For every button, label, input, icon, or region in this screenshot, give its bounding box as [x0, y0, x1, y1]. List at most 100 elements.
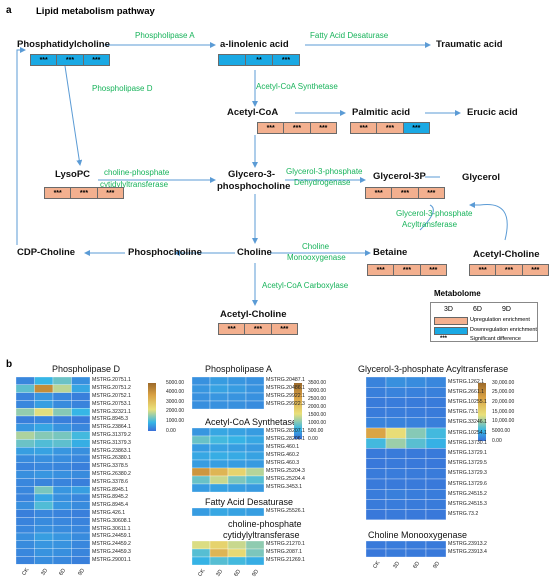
heatmap-cell — [405, 397, 427, 408]
colorbar-tick: 30,000.00 — [492, 379, 515, 386]
heatmap-cell — [191, 427, 211, 437]
arrow-cdp-to-pc — [16, 47, 26, 245]
legend-day-3d: 3D — [444, 306, 453, 313]
heatmap-cell — [365, 499, 387, 510]
heatmap-cell — [15, 501, 35, 510]
heatmap-cell — [227, 443, 247, 453]
heatmap-cell — [405, 387, 427, 398]
heatmap-cell — [34, 493, 54, 502]
heatmap-cell — [405, 448, 427, 459]
gene-label: MSTRG.13729.1 — [448, 449, 487, 456]
heatmap-cell — [34, 408, 54, 417]
panel-a-label: a — [6, 5, 12, 16]
heatmap-cell — [385, 499, 407, 510]
heatmap-cell — [191, 475, 211, 485]
heatmap-cell — [209, 459, 229, 469]
gene-label: MSTRG.29922.1 — [266, 393, 305, 400]
heatmap-cell — [15, 392, 35, 401]
heatmap-cell — [71, 509, 91, 518]
enzyme-cpct-line1: choline-phosphate — [104, 168, 170, 177]
strip-cell-3: *** — [418, 188, 444, 198]
node-acetyl-choline-bottom: Acetyl-Choline — [220, 309, 287, 320]
gene-label: MSTRG.25204.4 — [266, 476, 305, 483]
gene-label: MSTRG.8945.1 — [92, 486, 129, 493]
gene-label: MSTRG.2087.1 — [266, 549, 303, 556]
heatmap-cell — [245, 483, 265, 493]
x-axis-label: 9D — [432, 560, 442, 570]
heatmap-cell — [52, 548, 72, 557]
gene-label: MSTRG.10254.1 — [448, 429, 487, 436]
gene-label: MSTRG.8945.2 — [92, 494, 129, 501]
heatmap-1 — [191, 376, 265, 410]
gene-label: MSTRG.26380.2 — [92, 470, 131, 477]
heatmap-cell — [52, 509, 72, 518]
strip-cell-2: *** — [71, 188, 98, 198]
heatmap-cell — [34, 392, 54, 401]
heatmap-cell — [365, 548, 387, 558]
heatmap-title-pla: Phospholipase A — [205, 364, 273, 374]
heatmap-cell — [191, 556, 211, 566]
heatmap-cell — [245, 451, 265, 461]
gene-label: MSTRG.8945.4 — [92, 502, 129, 509]
strip-cell-1: *** — [45, 188, 72, 198]
heatmap-cell — [245, 556, 265, 566]
heatmap-cell — [405, 468, 427, 480]
heatmap-cell — [34, 548, 54, 557]
heatmap-title-cpct-1: choline-phosphate — [228, 519, 302, 529]
heatmap-cell — [227, 459, 247, 469]
heatmap-cell — [15, 532, 35, 541]
heatmap-cell — [245, 400, 265, 410]
heatmap-cell — [405, 540, 427, 550]
colorbar — [148, 383, 156, 431]
legend-down-swatch — [434, 327, 468, 335]
strip-cell-1: *** — [366, 188, 393, 198]
heatmap-cell — [34, 509, 54, 518]
enzyme-phospholipase-a: Phospholipase A — [135, 31, 195, 40]
heatmap-cell — [227, 540, 247, 550]
heatmap-cell — [365, 407, 387, 418]
heatmap-cell — [34, 400, 54, 409]
heatmap-cell — [15, 415, 35, 424]
heatmap-cell — [245, 507, 265, 517]
heatmap-cell — [34, 470, 54, 479]
pathway-title: Lipid metabolism pathway — [36, 6, 155, 17]
heatmap-cell — [245, 540, 265, 550]
colorbar-tick: 20,000.00 — [492, 398, 515, 405]
gene-label: MSTRG.3453.1 — [266, 484, 303, 491]
heatmap-cell — [15, 478, 35, 487]
heatmap-cell — [71, 517, 91, 526]
heatmap-cell — [425, 540, 447, 550]
panel-b-label: b — [6, 359, 13, 370]
enzyme-acetyl-coa-synthetase: Acetyl-CoA Synthetase — [256, 82, 338, 91]
heatmap-cell — [15, 454, 35, 463]
gene-label: MSTRG.73.1 — [448, 409, 479, 416]
x-axis-label: 6D — [233, 568, 243, 578]
heatmap-cell — [209, 475, 229, 485]
heatmap-cell — [227, 507, 247, 517]
heatmap-cell — [191, 443, 211, 453]
colorbar-tick: 2000.00 — [308, 403, 327, 410]
heatmap-cell — [34, 439, 54, 448]
node-glycerol-3p: Glycerol-3P — [373, 171, 426, 182]
heatmap-cell — [385, 458, 407, 469]
heatmap-cell — [227, 392, 247, 402]
heatmap-cell — [209, 435, 229, 445]
enzyme-g3pd-line1: Glycerol-3-phosphate — [286, 167, 363, 176]
x-axis-label: CK — [372, 560, 382, 570]
heatmap-cell — [191, 467, 211, 477]
heatmap-cell — [52, 532, 72, 541]
gene-label: MSTRG.25204.3 — [266, 468, 305, 475]
heatmap-cell — [52, 501, 72, 510]
gene-label: MSTRG.13730.1 — [448, 439, 487, 446]
heatmap-title-acs: Acetyl-CoA Synthetase — [205, 417, 298, 427]
heatmap-cell — [71, 431, 91, 440]
heatmap-cell — [15, 431, 35, 440]
heatmap-cell — [34, 478, 54, 487]
heatmap-cell — [425, 458, 447, 469]
gene-label: MSTRG.31379.2 — [92, 431, 131, 438]
heatmap-cell — [52, 493, 72, 502]
strip-cell-1: *** — [258, 123, 285, 133]
enzyme-choline-mono-line1: Choline — [302, 242, 330, 251]
heatmap-cell — [385, 468, 407, 480]
heatmap-cell — [365, 387, 387, 398]
